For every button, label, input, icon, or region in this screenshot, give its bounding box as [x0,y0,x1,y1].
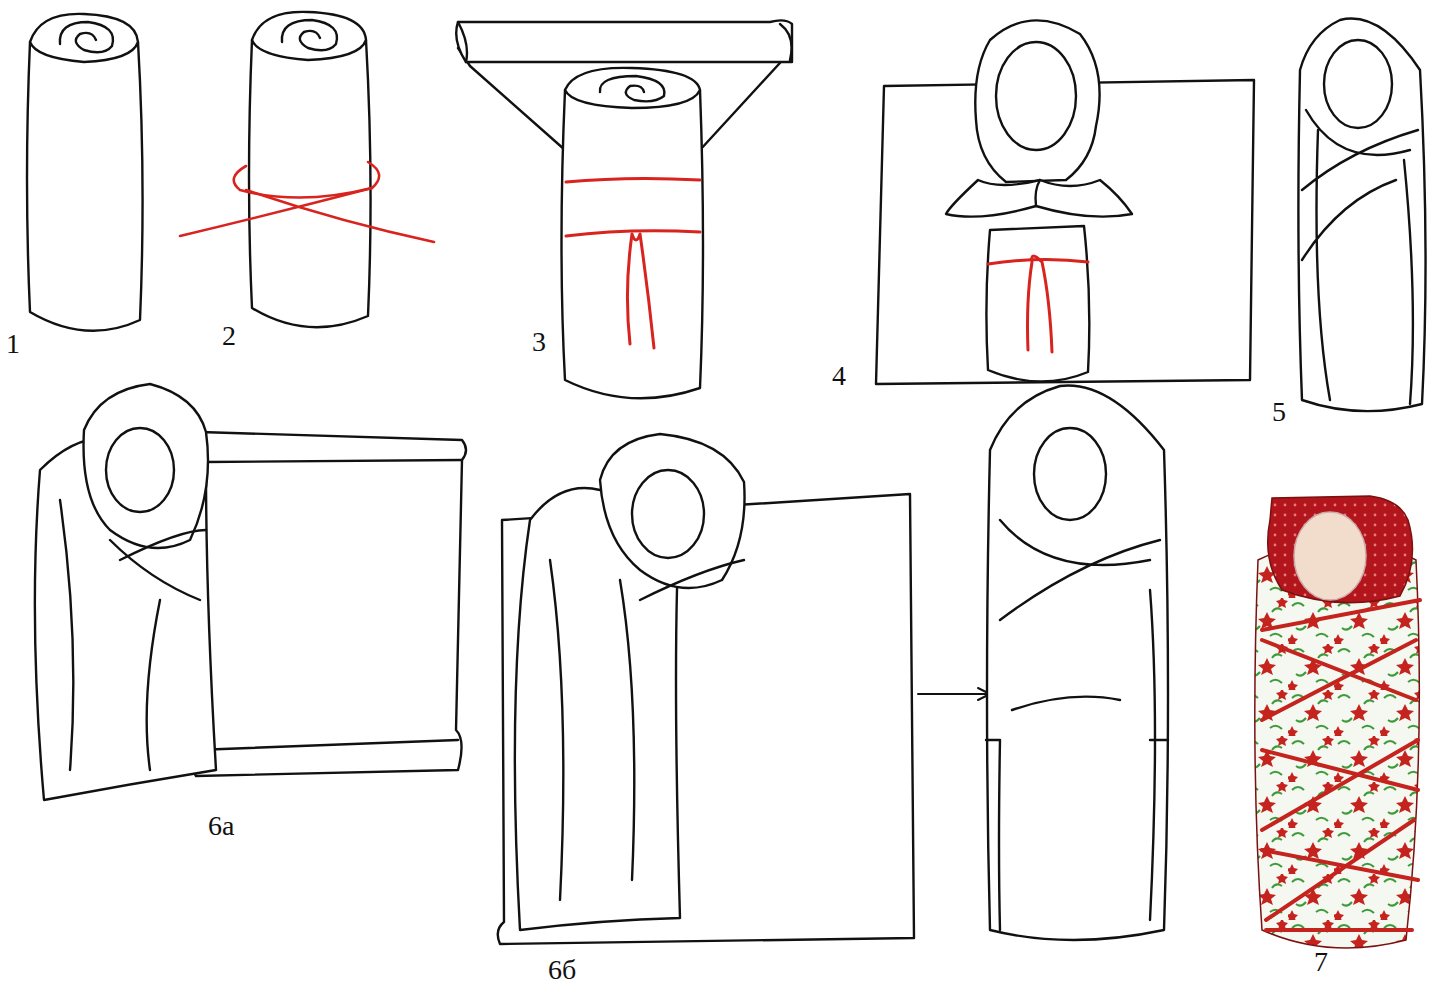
step-number: 5 [1272,398,1286,426]
step-number: 2 [222,322,236,350]
step-number: 4 [832,362,846,390]
step-number: 3 [532,328,546,356]
step-number: 7 [1314,948,1328,976]
step-number: 1 [6,330,20,358]
step-number: 6б [548,956,576,984]
step-number: 6а [208,812,234,840]
